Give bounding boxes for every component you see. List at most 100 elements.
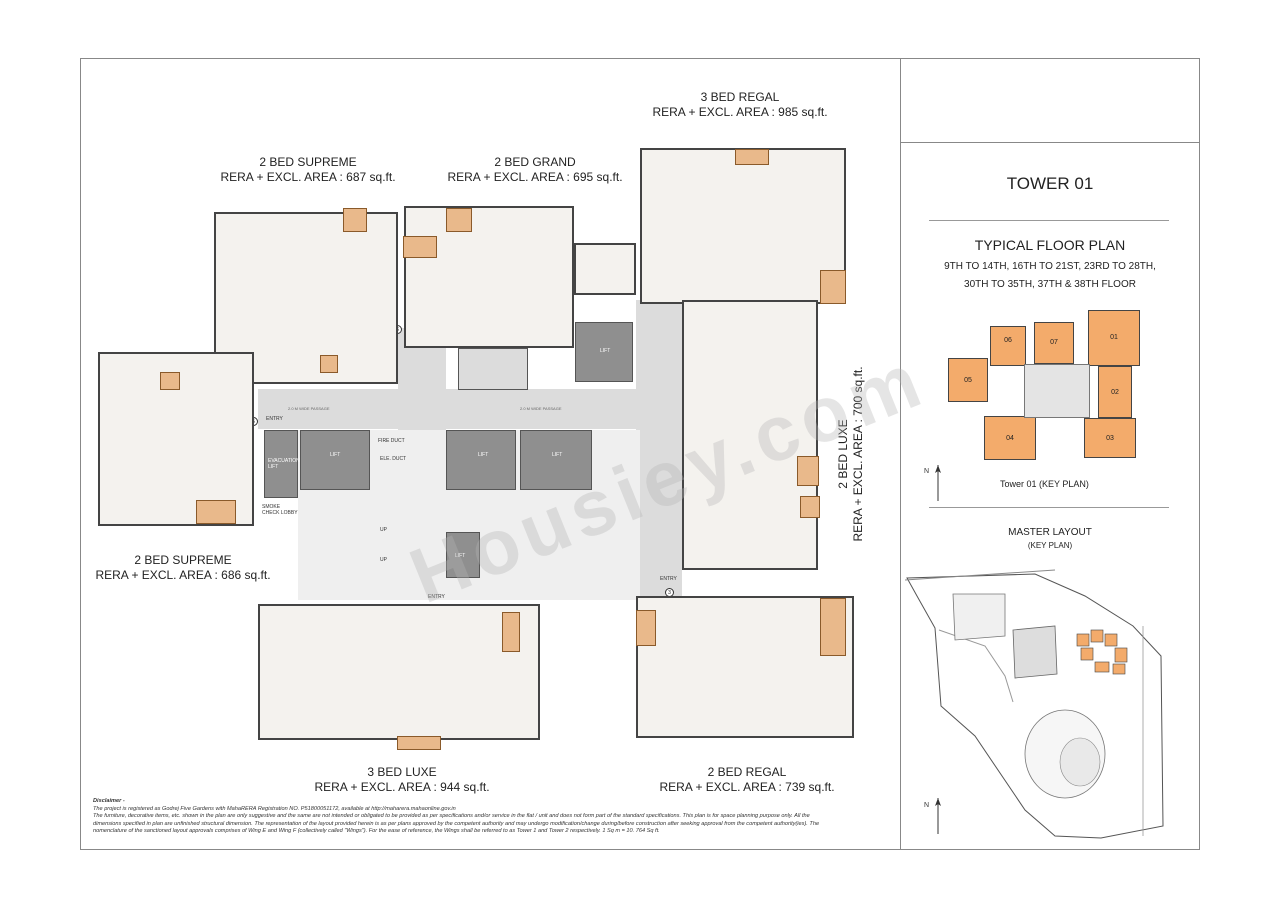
master-layout-title: MASTER LAYOUT (KEY PLAN) — [900, 526, 1200, 552]
smoke-check-lobby-label: SMOKE CHECK LOBBY — [262, 504, 298, 516]
lift-shaft — [300, 430, 370, 490]
sidebar-top-divider — [900, 142, 1200, 143]
unit-area: RERA + EXCL. AREA : 687 sq.ft. — [220, 170, 396, 184]
north-arrow-icon — [935, 798, 941, 834]
stair-up-label: UP — [380, 527, 387, 533]
balcony — [196, 500, 236, 524]
sidebar-separator — [929, 507, 1169, 508]
master-layout-map — [905, 569, 1164, 839]
lift-shaft — [446, 430, 516, 490]
floor-plan-title: TYPICAL FLOOR PLAN — [974, 237, 1126, 253]
lift-label: LIFT — [478, 452, 489, 458]
balcony — [160, 372, 180, 390]
key-plan-caption: Tower 01 (KEY PLAN) — [1000, 479, 1089, 489]
unit-plan-2bed-grand-bedroom — [574, 243, 636, 295]
balcony — [446, 208, 472, 232]
balcony — [403, 236, 437, 258]
lift-shaft — [264, 430, 298, 498]
unit-area: RERA + EXCL. AREA : 686 sq.ft. — [95, 568, 271, 582]
unit-label-2bed-supreme-top: 2 BED SUPREME RERA + EXCL. AREA : 687 sq… — [208, 155, 408, 185]
lift-shaft — [458, 348, 528, 390]
balcony — [343, 208, 367, 232]
corridor-vertical-right — [636, 300, 682, 600]
lift-shaft — [446, 532, 480, 578]
unit-label-2bed-grand: 2 BED GRAND RERA + EXCL. AREA : 695 sq.f… — [435, 155, 635, 185]
drawing-frame — [80, 58, 1200, 850]
north-label: N — [924, 468, 930, 475]
unit-plan-3bed-regal — [640, 148, 846, 304]
key-block-label: 07 — [1050, 339, 1058, 346]
unit-area: RERA + EXCL. AREA : 695 sq.ft. — [447, 170, 623, 184]
unit-name: 2 BED SUPREME — [259, 155, 357, 169]
sidebar-divider — [900, 58, 901, 850]
lift-label: LIFT — [330, 452, 341, 458]
unit-area: RERA + EXCL. AREA : 739 sq.ft. — [659, 780, 835, 794]
unit-name: 2 BED GRAND — [494, 155, 576, 169]
key-plan-core — [1024, 364, 1090, 418]
key-block-01: 01 — [1088, 310, 1140, 366]
unit-plan-3bed-luxe — [258, 604, 540, 740]
floor-range: 9TH TO 14TH, 16TH TO 21ST, 23RD TO 28TH,… — [900, 258, 1200, 294]
unit-area: RERA + EXCL. AREA : 985 sq.ft. — [652, 105, 828, 119]
unit-plan-2bed-luxe — [682, 300, 818, 570]
ele-duct-label: ELE. DUCT — [380, 456, 407, 462]
entry-label: ENTRY — [428, 594, 445, 600]
disclaimer-line: The project is registered as Godrej Five… — [93, 805, 456, 812]
key-block-03: 03 — [1084, 418, 1136, 458]
key-block-label: 05 — [964, 377, 972, 384]
disclaimer-line: nomenclature of the sanctioned layout ap… — [93, 828, 660, 835]
lift-shaft — [520, 430, 592, 490]
unit-label-3bed-regal: 3 BED REGAL RERA + EXCL. AREA : 985 sq.f… — [640, 90, 840, 120]
balcony — [397, 736, 441, 750]
entry-label: ENTRY — [266, 416, 283, 422]
disclaimer: Disclaimer - The project is registered a… — [93, 798, 898, 836]
unit-plan-2bed-grand — [404, 206, 574, 348]
passage-label: 2.0 M WIDE PASSAGE — [520, 406, 562, 411]
evacuation-lift-label: EVACUATION LIFT — [268, 458, 300, 470]
north-label: N — [924, 802, 930, 809]
tower-title: TOWER 01 — [1006, 174, 1094, 193]
key-block-04: 04 — [984, 416, 1036, 460]
disclaimer-line: dimensions specified in plan are unfinis… — [93, 820, 820, 827]
unit-label-2bed-supreme-left: 2 BED SUPREME RERA + EXCL. AREA : 686 sq… — [83, 553, 283, 583]
key-block-label: 01 — [1110, 334, 1118, 341]
unit-name: 3 BED REGAL — [700, 90, 780, 104]
lift-label: LIFT — [552, 452, 563, 458]
unit-name: 2 BED REGAL — [707, 765, 787, 779]
balcony — [636, 610, 656, 646]
balcony — [820, 270, 846, 304]
master-layout-heading: MASTER LAYOUT — [1008, 527, 1092, 538]
balcony — [800, 496, 820, 518]
stair-up-label: UP — [380, 557, 387, 563]
key-block-05: 05 — [948, 358, 988, 402]
balcony — [502, 612, 520, 652]
lift-shaft — [575, 322, 633, 382]
passage-label: 2.0 M WIDE PASSAGE — [288, 406, 330, 411]
floor-range-line: 30TH TO 35TH, 37TH & 38TH FLOOR — [964, 279, 1136, 290]
corridor-horizontal — [258, 389, 678, 429]
key-block-label: 02 — [1111, 389, 1119, 396]
key-block-label: 06 — [1004, 337, 1012, 344]
key-block-02: 02 — [1098, 366, 1132, 418]
key-block-label: 03 — [1106, 435, 1114, 442]
unit-area: RERA + EXCL. AREA : 944 sq.ft. — [314, 780, 490, 794]
unit-plan-2bed-regal — [636, 596, 854, 738]
entry-label: ENTRY — [660, 576, 677, 582]
unit-label-3bed-luxe: 3 BED LUXE RERA + EXCL. AREA : 944 sq.ft… — [302, 765, 502, 795]
unit-name: 2 BED SUPREME — [134, 553, 232, 567]
disclaimer-line: The furniture, decorative items, etc. sh… — [93, 813, 810, 820]
key-block-07: 07 — [1034, 322, 1074, 364]
balcony — [735, 149, 769, 165]
unit-name: 3 BED LUXE — [367, 765, 437, 779]
balcony — [320, 355, 338, 373]
north-arrow-icon — [935, 465, 941, 501]
floor-range-line: 9TH TO 14TH, 16TH TO 21ST, 23RD TO 28TH, — [944, 261, 1156, 272]
sidebar-separator — [929, 220, 1169, 221]
key-block-label: 04 — [1006, 435, 1014, 442]
lift-label: LIFT — [600, 348, 611, 354]
master-layout-subheading: (KEY PLAN) — [1027, 541, 1073, 550]
balcony — [797, 456, 819, 486]
balcony — [820, 598, 846, 656]
key-block-06: 06 — [990, 326, 1026, 366]
lift-label: LIFT — [455, 553, 466, 559]
